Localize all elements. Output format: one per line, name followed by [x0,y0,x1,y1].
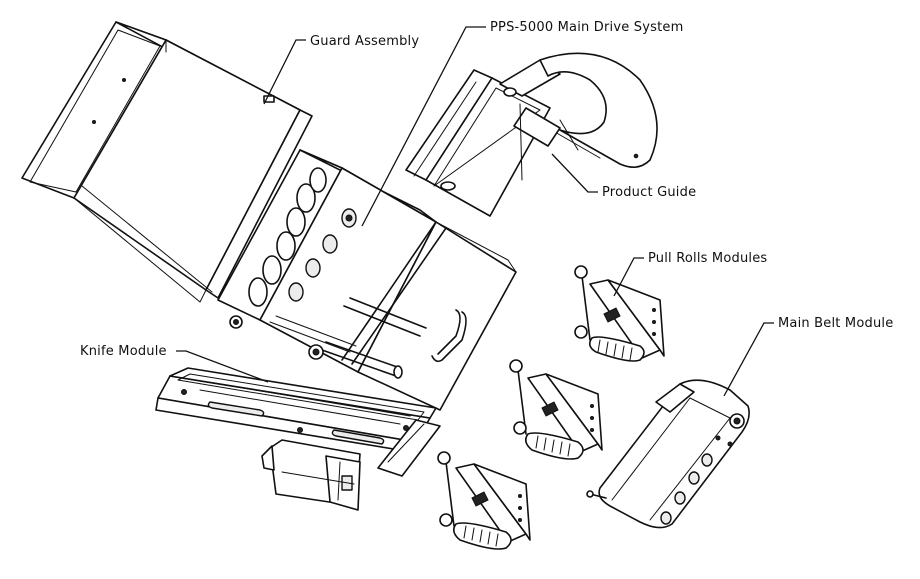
main-belt-module-part [586,379,750,529]
main-drive-housing-part [217,149,517,411]
main-drive-label: PPS-5000 Main Drive System [490,20,683,35]
product-guide-label: Product Guide [602,185,696,200]
product-guide-part [405,52,658,217]
guard-assembly-part [21,21,313,303]
pull-rolls-module-bottom [437,451,531,550]
pull-rolls-label: Pull Rolls Modules [648,251,767,266]
guard-assembly-label: Guard Assembly [310,34,419,49]
main-belt-label: Main Belt Module [778,316,893,331]
pull-rolls-module-top [574,265,665,362]
leader-lines [176,26,774,397]
knife-module-label: Knife Module [80,344,167,359]
pull-rolls-module-middle [509,359,603,460]
knife-module-part [155,367,441,511]
